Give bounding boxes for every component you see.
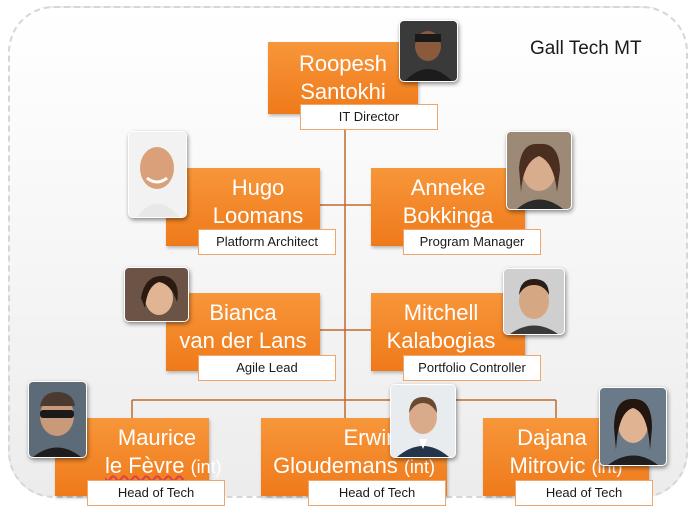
name-line1: Hugo xyxy=(231,175,285,200)
role-label-bianca: Agile Lead xyxy=(198,355,336,381)
avatar-hugo xyxy=(128,131,187,218)
name-line2: van der Lans xyxy=(179,328,307,353)
name-line1: Maurice xyxy=(117,425,197,450)
avatar-bianca xyxy=(124,267,189,322)
role-label-hugo: Platform Architect xyxy=(198,229,336,255)
int-suffix: (int) xyxy=(403,457,435,477)
role-label-maurice: Head of Tech xyxy=(87,480,225,506)
name-line1: Dajana xyxy=(517,425,587,450)
name-line2: Mitrovic xyxy=(509,453,586,478)
person-box-roopesh: Roopesh Santokhi xyxy=(268,42,418,114)
name-line1: Bianca xyxy=(209,300,277,325)
name-line2: le Fèvre xyxy=(105,453,185,478)
person-box-bianca: Bianca van der Lans xyxy=(166,293,320,371)
role-label-dajana: Head of Tech xyxy=(515,480,653,506)
name-line1: Erwin xyxy=(343,425,399,450)
role-label-mitchell: Portfolio Controller xyxy=(403,355,541,381)
name-line2: Gloudemans xyxy=(273,453,398,478)
role-label-erwin: Head of Tech xyxy=(308,480,446,506)
name-line1: Anneke xyxy=(410,175,486,200)
int-suffix: (int) xyxy=(190,457,222,477)
org-title: Gall Tech MT xyxy=(530,38,642,59)
avatar-roopesh xyxy=(399,20,458,82)
avatar-dajana xyxy=(599,387,667,466)
name-line1: Mitchell xyxy=(403,300,479,325)
avatar-maurice xyxy=(28,381,87,458)
avatar-anneke xyxy=(506,131,572,210)
name-line1: Roopesh xyxy=(298,51,388,76)
name-line2: Santokhi xyxy=(300,79,386,104)
avatar-mitchell xyxy=(503,268,565,335)
role-label-roopesh: IT Director xyxy=(300,104,438,130)
name-line2: Bokkinga xyxy=(402,203,494,228)
avatar-erwin xyxy=(390,384,456,458)
name-line2: Kalabogias xyxy=(386,328,496,353)
name-line2: Loomans xyxy=(212,203,304,228)
role-label-anneke: Program Manager xyxy=(403,229,541,255)
